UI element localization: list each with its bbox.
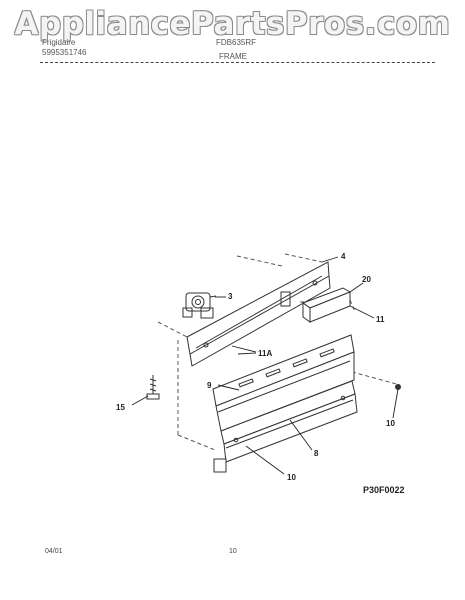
part-9-slotted-panel: [212, 334, 355, 432]
diagram-code: P30F0022: [363, 485, 405, 495]
leader-lines: [131, 256, 399, 475]
callout-11: 11: [376, 315, 385, 324]
callout-4: 4: [341, 252, 346, 261]
callout-8: 8: [314, 449, 319, 458]
callout-15: 15: [116, 403, 125, 412]
callout-9: 9: [207, 381, 212, 390]
header-publication-number: 5995351746: [42, 48, 87, 57]
header-model: FDB635RF: [216, 38, 257, 47]
header-brand: Frigidaire: [42, 38, 76, 47]
part-10-screw: [395, 384, 401, 390]
watermark: AppliancePartsPros.com: [14, 6, 451, 42]
part-20-duct: [301, 287, 352, 323]
header-section-title: FRAME: [219, 52, 247, 61]
footer-page-number: 10: [229, 548, 237, 555]
part-3-valve-assembly: [182, 292, 217, 319]
callout-3: 3: [228, 292, 233, 301]
callout-10-right: 10: [386, 419, 395, 428]
callout-10-bottom: 10: [287, 473, 296, 482]
header-divider: [40, 62, 435, 63]
part-4-frame-rail: [186, 261, 331, 367]
part-15-screw: [146, 375, 160, 400]
callout-20: 20: [362, 275, 371, 284]
footer-date: 04/01: [45, 548, 63, 555]
callout-11a: 11A: [258, 349, 272, 358]
part-8-front-panel: [213, 380, 358, 473]
